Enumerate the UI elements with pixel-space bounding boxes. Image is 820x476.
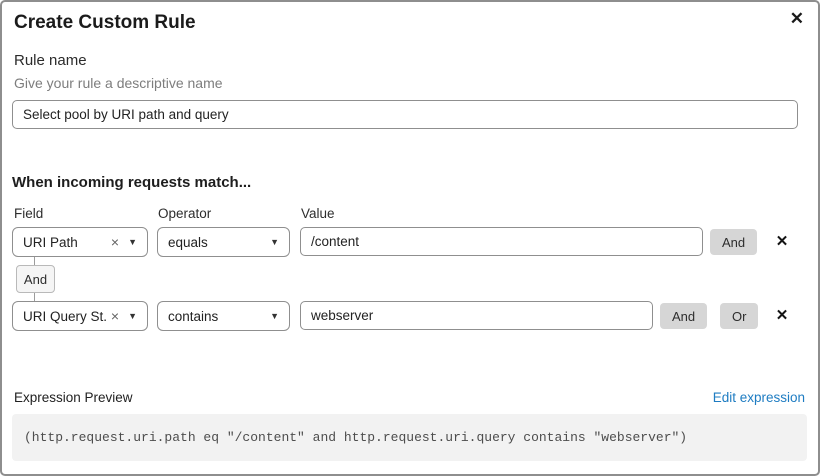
chevron-down-icon: ▼ (270, 236, 279, 247)
value-input-row2[interactable] (300, 301, 653, 330)
clear-icon[interactable]: × (110, 308, 120, 324)
rule-name-label: Rule name (14, 52, 87, 69)
and-button-row1[interactable]: And (710, 229, 758, 255)
expression-preview-label: Expression Preview (14, 390, 133, 405)
rule-name-input[interactable] (12, 100, 798, 129)
field-select-row1-value: URI Path (23, 234, 78, 250)
close-icon[interactable]: ✕ (786, 7, 808, 31)
chevron-down-icon: ▼ (128, 310, 137, 321)
operator-select-row2[interactable]: contains ▼ (157, 301, 290, 331)
and-button-row2[interactable]: And (660, 303, 708, 329)
value-input-row1[interactable] (300, 227, 703, 256)
or-button-row2[interactable]: Or (720, 303, 759, 329)
field-select-row1[interactable]: URI Path × ▼ (12, 227, 148, 257)
operator-select-row1[interactable]: equals ▼ (157, 227, 290, 257)
chevron-down-icon: ▼ (270, 310, 279, 321)
edit-expression-link[interactable]: Edit expression (712, 390, 805, 405)
value-column-label: Value (301, 206, 335, 221)
dialog-title: Create Custom Rule (14, 12, 196, 33)
match-heading: When incoming requests match... (12, 174, 252, 191)
clear-icon[interactable]: × (110, 234, 120, 250)
expression-preview-box: (http.request.uri.path eq "/content" and… (12, 414, 807, 461)
remove-row2-icon[interactable]: ✕ (772, 303, 792, 329)
operator-select-row2-value: contains (168, 308, 219, 324)
operator-select-row1-value: equals (168, 234, 208, 250)
and-connector-badge[interactable]: And (16, 265, 55, 293)
field-select-row2[interactable]: URI Query St... × ▼ (12, 301, 148, 331)
field-select-row2-value: URI Query St... (23, 308, 107, 324)
rule-name-hint: Give your rule a descriptive name (14, 75, 223, 91)
expression-code: (http.request.uri.path eq "/content" and… (24, 430, 688, 445)
field-column-label: Field (14, 206, 44, 221)
operator-column-label: Operator (158, 206, 212, 221)
chevron-down-icon: ▼ (128, 236, 137, 247)
remove-row1-icon[interactable]: ✕ (772, 229, 792, 255)
